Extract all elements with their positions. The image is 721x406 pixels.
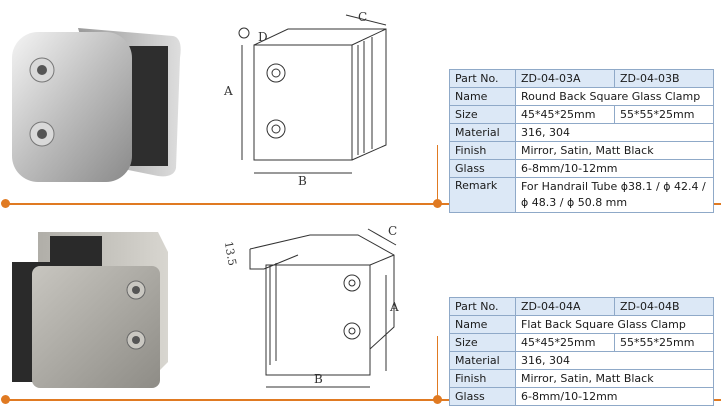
part-no-b: ZD-04-04B (614, 297, 714, 316)
table-row: Glass 6-8mm/10-12mm (449, 387, 714, 406)
glass-value: 6-8mm/10-12mm (515, 159, 714, 178)
row-label: Part No. (449, 69, 516, 88)
round-back-clamp-image (12, 28, 181, 182)
divider-line-2 (5, 399, 721, 401)
size-b: 55*55*25mm (614, 333, 714, 352)
glass-value: 6-8mm/10-12mm (515, 387, 714, 406)
divider-dot-right-2 (433, 395, 442, 404)
row-label: Glass (449, 387, 516, 406)
table-row: Name Flat Back Square Glass Clamp (449, 315, 714, 334)
divider-line-1 (5, 203, 721, 205)
row-label: Name (449, 315, 516, 334)
material-value: 316, 304 (515, 351, 714, 370)
product-name: Flat Back Square Glass Clamp (515, 315, 714, 334)
size-a: 45*45*25mm (515, 333, 615, 352)
spec-table-flat-back: Part No. ZD-04-04A ZD-04-04B Name Flat B… (449, 297, 714, 406)
flat-back-clamp-photo (8, 222, 173, 392)
front-face (265, 264, 371, 376)
dim-a-label: A (223, 84, 233, 98)
dim-b-label: B (298, 174, 307, 185)
row-label: Remark (449, 177, 516, 213)
part-no-b: ZD-04-03B (614, 69, 714, 88)
table-row: Remark For Handrail Tube ϕ38.1 / ϕ 42.4 … (449, 177, 714, 213)
table-row: Name Round Back Square Glass Clamp (449, 87, 714, 106)
row-label: Name (449, 87, 516, 106)
table-row: Finish Mirror, Satin, Matt Black (449, 369, 714, 388)
front-face (253, 44, 353, 161)
table-row: Part No. ZD-04-04A ZD-04-04B (449, 297, 714, 316)
connector-line-1 (437, 145, 438, 203)
dim-c-label: C (388, 224, 397, 238)
round-back-clamp-photo (8, 18, 188, 188)
round-back-clamp-drawing: A B C D (218, 5, 388, 188)
row-label: Size (449, 105, 516, 124)
flat-back-clamp-drawing: A B C 13.5 (218, 215, 408, 395)
row-label: Finish (449, 141, 516, 160)
connector-line-2 (437, 336, 438, 399)
dim-d-label: D (258, 30, 268, 44)
finish-value: Mirror, Satin, Matt Black (515, 369, 714, 388)
size-a: 45*45*25mm (515, 105, 615, 124)
flat-back-clamp-image (12, 232, 168, 388)
table-row: Material 316, 304 (449, 123, 714, 142)
table-row: Size 45*45*25mm 55*55*25mm (449, 105, 714, 124)
divider-dot-left-1 (1, 199, 10, 208)
table-row: Finish Mirror, Satin, Matt Black (449, 141, 714, 160)
table-row: Part No. ZD-04-03A ZD-04-03B (449, 69, 714, 88)
finish-value: Mirror, Satin, Matt Black (515, 141, 714, 160)
spec-table-round-back: Part No. ZD-04-03A ZD-04-03B Name Round … (449, 69, 714, 213)
row-label: Size (449, 333, 516, 352)
row-label: Material (449, 351, 516, 370)
dim-c-label: C (358, 10, 367, 24)
material-value: 316, 304 (515, 123, 714, 142)
dim-a-label: A (389, 300, 399, 314)
table-row: Glass 6-8mm/10-12mm (449, 159, 714, 178)
row-label: Part No. (449, 297, 516, 316)
product-name: Round Back Square Glass Clamp (515, 87, 714, 106)
row-label: Glass (449, 159, 516, 178)
remark-value: For Handrail Tube ϕ38.1 / ϕ 42.4 / ϕ 48.… (515, 177, 714, 213)
dim-13-5-label: 13.5 (222, 240, 239, 266)
row-label: Material (449, 123, 516, 142)
row-label: Finish (449, 369, 516, 388)
divider-dot-right-1 (433, 199, 442, 208)
size-b: 55*55*25mm (614, 105, 714, 124)
table-row: Material 316, 304 (449, 351, 714, 370)
table-row: Size 45*45*25mm 55*55*25mm (449, 333, 714, 352)
part-no-a: ZD-04-03A (515, 69, 615, 88)
part-no-a: ZD-04-04A (515, 297, 615, 316)
divider-dot-left-2 (1, 395, 10, 404)
dim-b-label: B (314, 372, 323, 386)
